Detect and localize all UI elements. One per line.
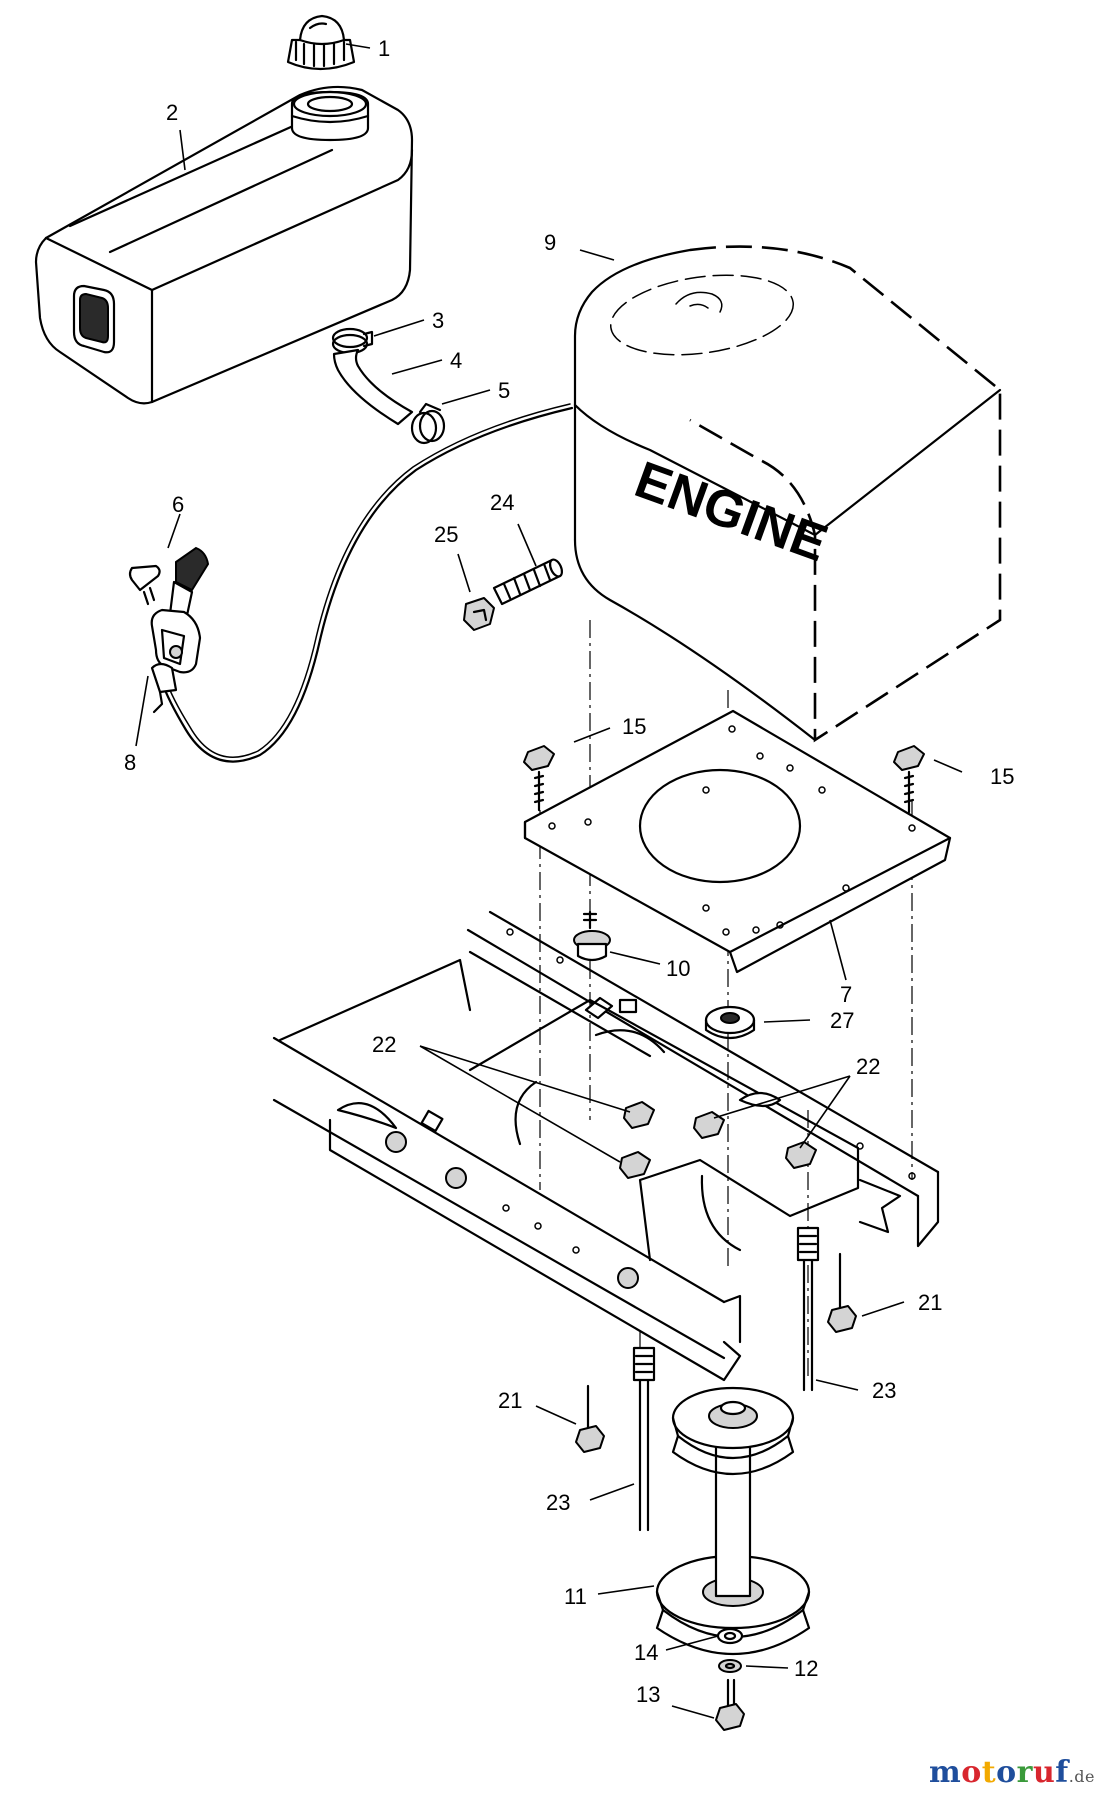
watermark-letter: m <box>929 1755 962 1790</box>
watermark-letter: u <box>1032 1755 1056 1790</box>
rod-right <box>796 1226 820 1392</box>
stud-bolt <box>492 558 564 606</box>
rod-left <box>632 1346 656 1532</box>
callout-15-left: 15 <box>622 714 646 739</box>
lock-washer <box>718 1659 742 1673</box>
callout-numbers: 1 2 3 4 5 6 7 8 9 10 11 12 13 14 15 15 2… <box>124 36 1014 1707</box>
callout-8: 8 <box>124 750 136 775</box>
callout-9: 9 <box>544 230 556 255</box>
throttle-control <box>128 546 210 714</box>
watermark-letter: o <box>961 1755 982 1790</box>
idler-bolt-right <box>827 1252 857 1333</box>
callout-14: 14 <box>634 1640 658 1665</box>
callout-1: 1 <box>378 36 390 61</box>
engine <box>573 245 1002 743</box>
callout-22-left: 22 <box>372 1032 396 1057</box>
callout-21-left: 21 <box>498 1388 522 1413</box>
callout-10: 10 <box>666 956 690 981</box>
watermark-letter: r <box>1016 1755 1033 1790</box>
watermark-letters: motoruf <box>929 1755 1069 1790</box>
shoulder-bolt <box>573 910 611 962</box>
callout-15-right: 15 <box>990 764 1014 789</box>
engine-mounting-plate <box>523 709 952 974</box>
callout-23-right: 23 <box>872 1378 896 1403</box>
idler-bolt-left <box>575 1384 605 1453</box>
hose-clamp-upper <box>331 327 374 355</box>
engine-pulley <box>655 1386 811 1656</box>
hex-nut <box>463 597 495 631</box>
callout-3: 3 <box>432 308 444 333</box>
watermark-letter: o <box>996 1755 1017 1790</box>
deck-support-plate <box>468 998 860 1262</box>
callout-6: 6 <box>172 492 184 517</box>
callout-4: 4 <box>450 348 462 373</box>
callout-5: 5 <box>498 378 510 403</box>
callout-leaders <box>135 43 963 1719</box>
plate-bolt-left <box>523 745 555 812</box>
fuel-cap <box>286 14 356 71</box>
pulley-washer <box>716 1627 744 1645</box>
plate-bolt-right <box>893 745 925 814</box>
callout-11: 11 <box>564 1584 587 1609</box>
fuel-tank <box>34 85 414 405</box>
watermark-letter: f <box>1055 1755 1069 1790</box>
callout-2: 2 <box>166 100 178 125</box>
callout-12: 12 <box>794 1656 818 1681</box>
flange-nuts <box>619 1101 817 1179</box>
callout-22-right: 22 <box>856 1054 880 1079</box>
callout-7: 7 <box>840 982 852 1007</box>
watermark-logo: motoruf.de <box>929 1755 1095 1790</box>
pulley-bolt <box>715 1678 745 1731</box>
callout-27: 27 <box>830 1008 854 1033</box>
spacer-washer <box>704 1005 756 1040</box>
engine-label: ENGINE <box>628 451 835 574</box>
throttle-cable <box>160 403 574 763</box>
callout-13: 13 <box>636 1682 660 1707</box>
watermark-domain: .de <box>1068 1767 1095 1786</box>
hose-clamp-lower <box>410 402 446 445</box>
fuel-hose <box>332 348 414 426</box>
watermark-letter: t <box>981 1755 997 1790</box>
callout-21-right: 21 <box>918 1290 942 1315</box>
callout-24: 24 <box>490 490 514 515</box>
callout-25: 25 <box>434 522 458 547</box>
callout-23-left: 23 <box>546 1490 570 1515</box>
